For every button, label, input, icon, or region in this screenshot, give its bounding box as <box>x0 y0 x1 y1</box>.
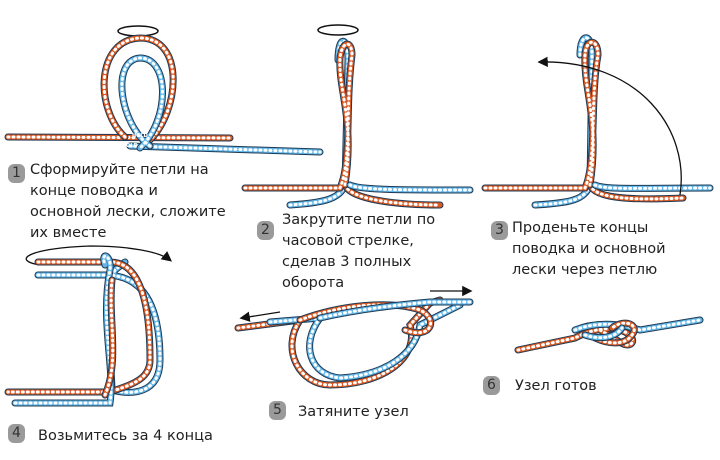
step-4-caption: Возьмитесь за 4 конца <box>38 428 213 444</box>
step-badge: 6 <box>483 376 500 395</box>
step-6-caption: Узел готов <box>515 378 597 394</box>
step-2-caption: Закрутите петли по часовой стрелке, сдел… <box>282 212 436 291</box>
step-badge: 2 <box>257 221 274 240</box>
rotation-arrow-icon <box>117 25 159 37</box>
main-line-rope <box>346 181 474 194</box>
hold-label: HOLD <box>122 143 138 149</box>
rotation-arrow-icon <box>317 24 359 36</box>
leader-line-rope <box>101 276 117 399</box>
main-line-rope <box>591 181 714 192</box>
step-5-caption: Затяните узел <box>298 404 409 420</box>
pull-through-arrow <box>537 56 682 196</box>
leader-line-rope <box>591 319 638 347</box>
step-3-caption: Проденьте концы поводка и основной лески… <box>512 220 666 278</box>
direction-arrow <box>25 245 173 266</box>
step-badge: 1 <box>8 164 25 183</box>
main-line-rope <box>316 298 474 322</box>
step-badge: 3 <box>491 221 508 240</box>
main-line-rope <box>126 142 324 156</box>
leader-line-rope <box>4 258 154 396</box>
step-4-illustration <box>4 245 173 407</box>
main-line-rope <box>34 258 164 396</box>
step-3-illustration <box>481 34 714 209</box>
hold-label: HOLD <box>132 133 148 139</box>
step-5-illustration <box>234 285 474 389</box>
step-6-illustration <box>514 316 704 354</box>
leader-line-rope <box>341 181 444 209</box>
main-line-rope <box>118 54 166 152</box>
main-line-rope <box>581 324 626 342</box>
leader-line-rope <box>241 40 356 192</box>
step-1-illustration: HOLD HOLD <box>4 25 324 156</box>
step-1-caption: Сформируйте петли на конце поводка и осн… <box>30 162 226 241</box>
leader-line-rope <box>100 34 177 144</box>
pull-left-arrow <box>239 311 281 322</box>
leader-line-rope <box>4 133 234 142</box>
step-badge: 5 <box>269 401 286 420</box>
step-badge: 4 <box>8 424 25 443</box>
step-2-illustration <box>241 24 474 209</box>
leader-line-rope <box>481 38 602 192</box>
main-line-rope <box>266 301 464 382</box>
leader-line-rope <box>586 181 687 203</box>
leader-line-rope <box>296 301 435 337</box>
